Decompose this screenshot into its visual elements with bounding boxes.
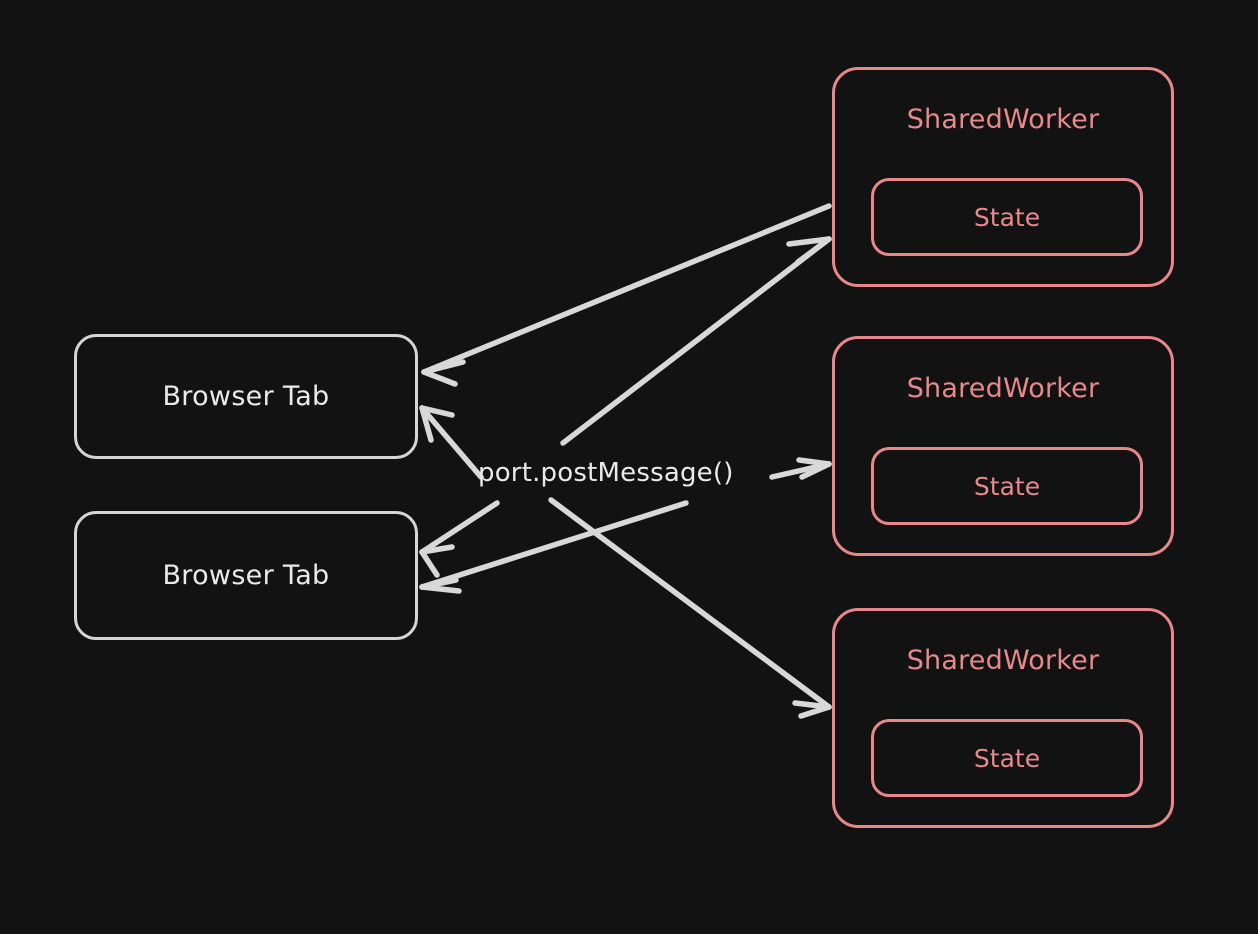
- state-box-1[interactable]: State: [871, 178, 1143, 256]
- sharedworker-title-2: SharedWorker: [906, 373, 1100, 404]
- state-label-2: State: [973, 472, 1041, 501]
- state-box-2[interactable]: State: [871, 447, 1143, 525]
- browser-tab-box-2[interactable]: Browser Tab: [74, 511, 418, 640]
- browser-tab-box-1[interactable]: Browser Tab: [74, 334, 418, 459]
- sharedworker-box-2[interactable]: SharedWorker State: [832, 336, 1174, 556]
- state-label-1: State: [973, 203, 1041, 232]
- sharedworker-box-1[interactable]: SharedWorker State: [832, 67, 1174, 287]
- state-box-3[interactable]: State: [871, 719, 1143, 797]
- arrow-worker-to-tab2: [419, 500, 689, 594]
- browser-tab-label-2: Browser Tab: [162, 560, 330, 591]
- arrow-label-to-worker1: [560, 236, 832, 446]
- edge-label-post-message: port.postMessage(): [478, 458, 734, 488]
- arrow-label-to-tab1: [419, 405, 484, 480]
- arrow-label-to-worker2: [769, 457, 832, 480]
- sharedworker-title-1: SharedWorker: [906, 104, 1100, 135]
- state-label-3: State: [973, 744, 1041, 773]
- arrow-label-to-tab2: [419, 500, 500, 578]
- arrow-label-to-worker3: [548, 497, 832, 719]
- sharedworker-box-3[interactable]: SharedWorker State: [832, 608, 1174, 828]
- browser-tab-label-1: Browser Tab: [162, 381, 330, 412]
- sharedworker-title-3: SharedWorker: [906, 645, 1100, 676]
- arrow-worker1-to-tab1: [421, 203, 832, 387]
